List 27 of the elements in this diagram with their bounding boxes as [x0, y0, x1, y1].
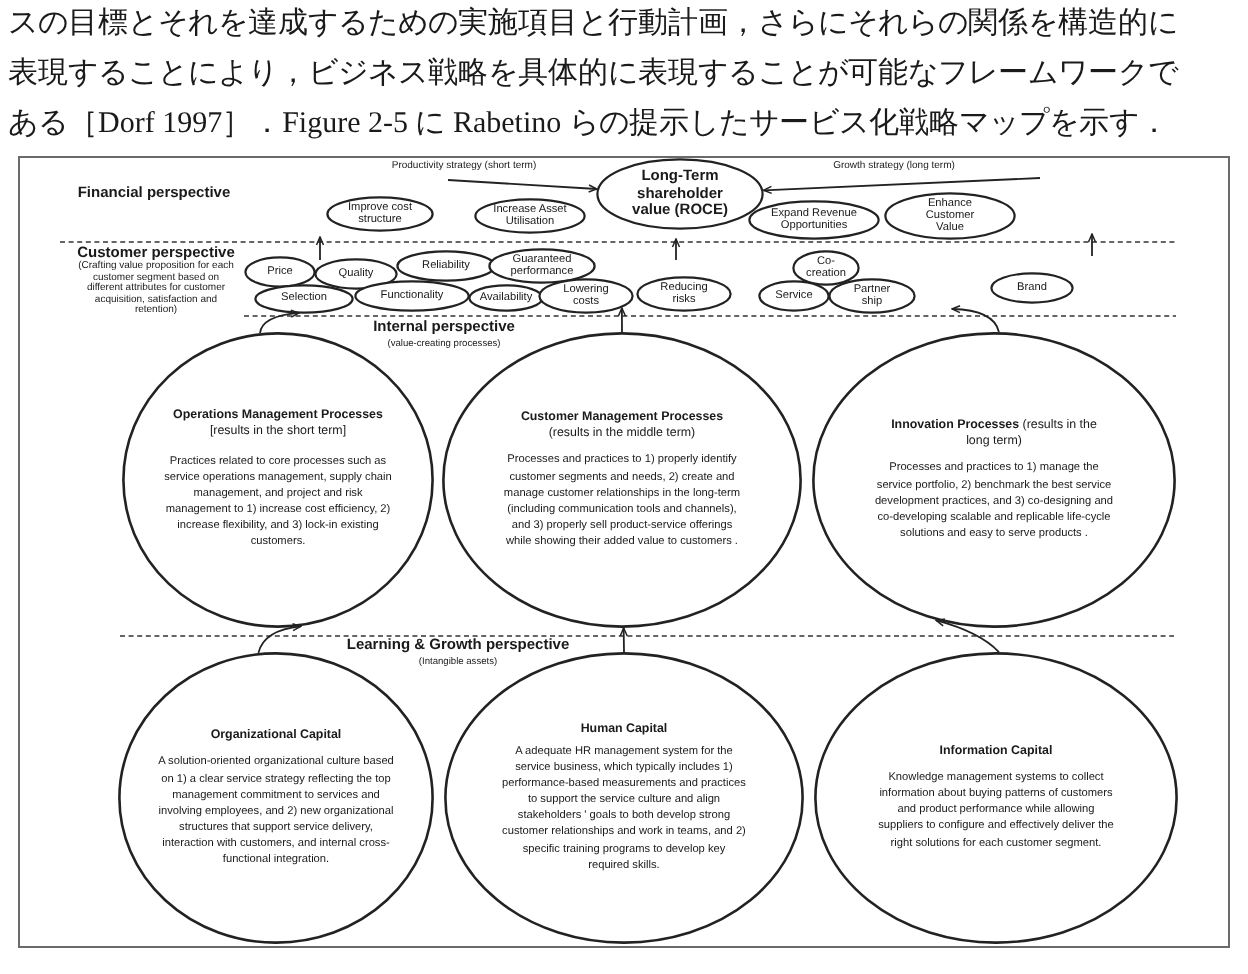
ellipse-node	[468, 284, 544, 312]
ellipse-node	[244, 256, 316, 288]
ellipse-node	[538, 278, 634, 314]
arrow	[257, 623, 302, 654]
ellipse-node	[990, 272, 1074, 304]
ellipse-node	[488, 248, 596, 284]
ellipse-node	[636, 276, 732, 312]
ellipse-node	[748, 200, 880, 240]
arrow	[935, 618, 1000, 653]
paragraph: スの目標とそれを達成するための実施項目と行動計画，さらにそれらの関係を構造的に表現することにより，ビジネス戦略を具体的に表現することが可能なフレームワークである［Dorf 1997］．Figure 2-5 に Rabetino らの提示したサービス化戦略マップを示す．	[8, 5, 1181, 144]
arrow	[447, 179, 598, 193]
ellipse-node	[812, 332, 1176, 628]
ellipse-node	[884, 192, 1016, 240]
ellipse-node	[254, 283, 354, 313]
arrow	[619, 627, 628, 653]
ellipse-node	[758, 280, 830, 312]
ellipse-node	[474, 198, 586, 234]
ellipse-node	[354, 280, 470, 312]
ellipse-node	[828, 278, 916, 314]
ellipse-node	[596, 158, 764, 230]
arrow	[617, 307, 627, 333]
ellipse-node	[814, 652, 1178, 944]
arrow	[259, 309, 300, 334]
ellipse-node	[396, 250, 496, 282]
arrow	[951, 305, 1000, 333]
arrow	[762, 177, 1041, 195]
ellipse-node	[326, 196, 434, 232]
